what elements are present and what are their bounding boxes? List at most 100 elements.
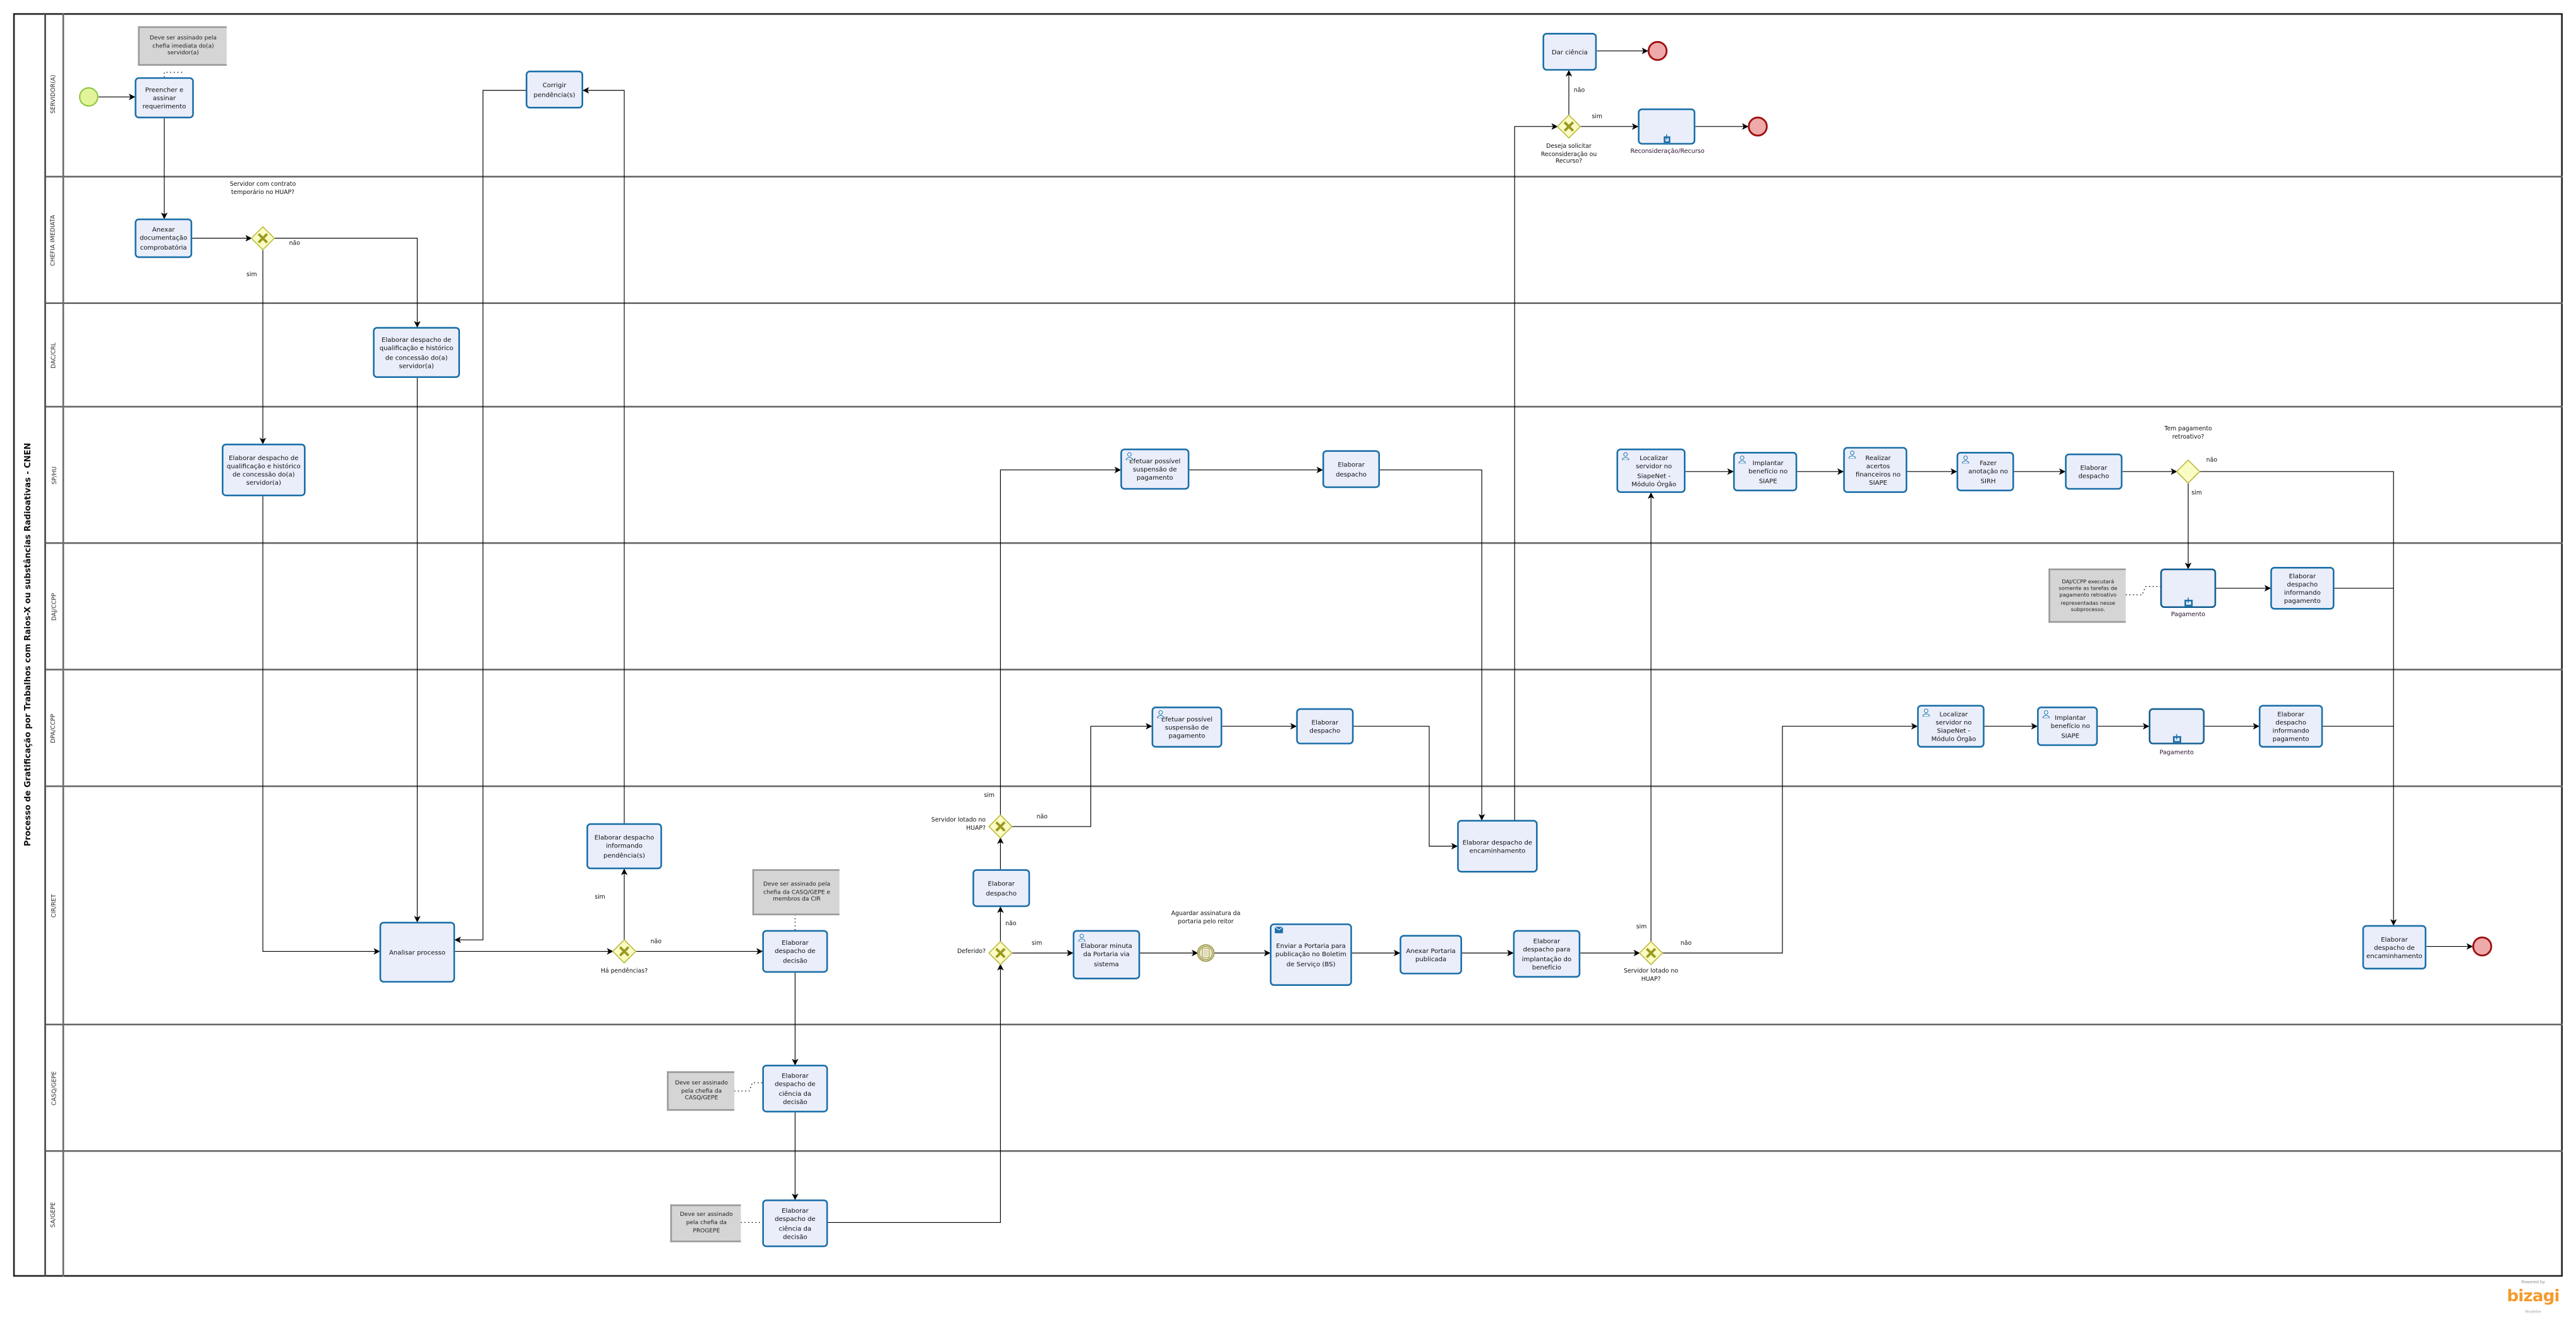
lane-dpa-ccpp: DPA/CCPP bbox=[45, 669, 2563, 786]
task-label: Preencher e assinar requerimento bbox=[142, 85, 186, 111]
flow bbox=[2199, 471, 2397, 926]
flow bbox=[1000, 466, 1122, 815]
task-suspensao-pagamento-dpa[interactable]: Efetuar possível suspensão de pagamento bbox=[1151, 707, 1223, 748]
task-acertos-financeiros-sphu[interactable]: Realizar acertos financeiros no SIAPE bbox=[1843, 447, 1908, 493]
logo-product-text: Modeler bbox=[2525, 1309, 2542, 1315]
task-label: Elaborar despacho de decisão bbox=[775, 938, 816, 964]
flow-label-nao: não bbox=[289, 240, 300, 246]
task-elaborar-despacho-2-sphu[interactable]: Elaborar despacho bbox=[2065, 453, 2123, 490]
annotation-note: Deve ser assinado pela chefia da CASQ/GE… bbox=[752, 869, 840, 916]
task-label: Efetuar possível suspensão de pagamento bbox=[1129, 456, 1181, 482]
task-label: Enviar a Portaria para publicação no Bol… bbox=[1275, 942, 1346, 968]
task-label: Corrigir pendência(s) bbox=[533, 81, 576, 98]
task-implantar-beneficio-dpa[interactable]: Implantar benefício no SIAPE bbox=[2037, 707, 2098, 746]
lane-sa-gepe: SA/GEPE bbox=[45, 1150, 2563, 1277]
task-ciencia-decisao-casq[interactable]: Elaborar despacho de ciência da decisão bbox=[762, 1064, 828, 1113]
task-elaborar-despacho-cir[interactable]: Elaborar despacho bbox=[972, 869, 1031, 908]
user-icon bbox=[1738, 456, 1745, 464]
annotation-note: Deve ser assinado pela chefia da PROGEPE bbox=[670, 1204, 741, 1242]
gateway-label: Tem pagamento retroativo? bbox=[2164, 425, 2212, 440]
task-label: Analisar processo bbox=[389, 948, 445, 957]
task-despacho-encaminhamento-final[interactable]: Elaborar despacho de encaminhamento bbox=[2362, 925, 2427, 969]
flow-label-nao: não bbox=[1005, 920, 1017, 927]
user-icon bbox=[1961, 456, 1969, 464]
task-label: Elaborar despacho bbox=[986, 880, 1017, 897]
task-label: Elaborar despacho de ciência da decisão bbox=[775, 1206, 816, 1240]
task-implantar-beneficio-sphu[interactable]: Implantar benefício no SIAPE bbox=[1733, 452, 1798, 492]
flow-label-nao: não bbox=[650, 938, 662, 945]
subprocess-label: Pagamento bbox=[2171, 611, 2206, 618]
task-label: Elaborar minuta da Portaria via sistema bbox=[1080, 942, 1132, 968]
lane-label: CHEFIA IMEDIATA bbox=[46, 177, 64, 303]
subprocess-pagamento-dpa[interactable]: + bbox=[2148, 708, 2205, 744]
task-label: Anexar documentação comprobatória bbox=[140, 226, 188, 251]
annotation-note: Deve ser assinado pela chefia da CASQ/GE… bbox=[667, 1071, 735, 1111]
exclusive-gateway bbox=[250, 226, 275, 251]
task-preencher-requerimento[interactable]: Preencher e assinar requerimento bbox=[135, 77, 194, 119]
task-label: Localizar servidor no SiapeNet - Módulo … bbox=[1631, 454, 1676, 488]
association bbox=[164, 71, 183, 78]
association bbox=[2126, 586, 2160, 595]
flow bbox=[582, 87, 625, 823]
flow-label-sim: sim bbox=[1031, 940, 1043, 947]
event-label: Aguardar assinatura da portaria pelo rei… bbox=[1171, 910, 1241, 925]
flow-label-sim: sim bbox=[1592, 113, 1602, 120]
task-minuta-portaria[interactable]: Elaborar minuta da Portaria via sistema bbox=[1072, 930, 1140, 980]
task-anotacao-sirh-sphu[interactable]: Fazer anotação no SIRH bbox=[1956, 452, 2014, 492]
subprocess-reconsideracao-recurso[interactable]: + bbox=[1638, 108, 1696, 145]
task-despacho-implantacao[interactable]: Elaborar despacho para implantação do be… bbox=[1513, 930, 1581, 978]
gateway-label: Há pendências? bbox=[600, 968, 648, 975]
task-label: Elaborar despacho informando pagamento bbox=[2283, 571, 2321, 605]
task-informando-pendencias[interactable]: Elaborar despacho informando pendência(s… bbox=[586, 823, 662, 870]
task-localizar-servidor-dpa[interactable]: Localizar servidor no SiapeNet - Módulo … bbox=[1917, 705, 1985, 748]
lane-cir-ret: CIR/RET bbox=[45, 785, 2563, 1024]
task-despacho-decisao[interactable]: Elaborar despacho de decisão bbox=[762, 930, 828, 973]
end-event bbox=[1647, 40, 1668, 61]
exclusive-gateway bbox=[1556, 114, 1581, 139]
subprocess-pagamento-daj[interactable]: + bbox=[2160, 568, 2216, 608]
task-label: Anexar Portaria publicada bbox=[1406, 946, 1456, 963]
task-despacho-encaminhamento[interactable]: Elaborar despacho de encaminhamento bbox=[1457, 820, 1538, 873]
task-ciencia-decisao-sa[interactable]: Elaborar despacho de ciência da decisão bbox=[762, 1199, 828, 1248]
task-elaborar-despacho-dpa[interactable]: Elaborar despacho bbox=[1296, 708, 1354, 744]
subprocess-label: Pagamento bbox=[2159, 749, 2194, 756]
task-dar-ciencia[interactable]: Dar ciência bbox=[1542, 33, 1597, 71]
task-qualificacao-sphu[interactable]: Elaborar despacho de qualificação e hist… bbox=[222, 444, 306, 497]
flow-label-sim: sim bbox=[2191, 489, 2202, 497]
logo-brand-text: bizagi bbox=[2506, 1288, 2560, 1307]
expand-subprocess-icon[interactable]: + bbox=[1662, 133, 1671, 143]
flow bbox=[1514, 123, 1558, 820]
flow-label-nao: não bbox=[2206, 456, 2218, 464]
task-label: Elaborar despacho bbox=[2078, 463, 2110, 480]
task-informando-pagamento-daj[interactable]: Elaborar despacho informando pagamento bbox=[2270, 566, 2335, 610]
task-analisar-processo[interactable]: Analisar processo bbox=[379, 921, 456, 983]
task-qualificacao-dac[interactable]: Elaborar despacho de qualificação e hist… bbox=[373, 327, 460, 378]
expand-subprocess-icon[interactable]: + bbox=[2184, 597, 2192, 607]
task-anexar-documentacao[interactable]: Anexar documentação comprobatória bbox=[135, 218, 193, 258]
task-label: Implantar benefício no SIAPE bbox=[2050, 714, 2090, 739]
lane-label: DAJ/CCPP bbox=[46, 544, 64, 669]
task-informando-pagamento-dpa[interactable]: Elaborar despacho informando pagamento bbox=[2258, 705, 2323, 748]
task-localizar-servidor-sphu[interactable]: Localizar servidor no SiapeNet - Módulo … bbox=[1616, 448, 1686, 493]
user-icon bbox=[1621, 452, 1629, 461]
flow bbox=[262, 496, 380, 955]
task-enviar-portaria[interactable]: Enviar a Portaria para publicação no Bol… bbox=[1269, 923, 1352, 986]
expand-subprocess-icon[interactable]: + bbox=[2173, 733, 2180, 743]
task-elaborar-despacho-sphu[interactable]: Elaborar despacho bbox=[1322, 450, 1380, 489]
lane-label: DAC/CRL bbox=[46, 303, 64, 406]
flow-label-nao: não bbox=[1573, 87, 1585, 94]
annotation-note: Deve ser assinado pela chefia imediata d… bbox=[138, 26, 227, 66]
exclusive-gateway bbox=[988, 814, 1013, 839]
bizagi-logo: Powered by bizagi Modeler bbox=[2497, 1280, 2569, 1315]
logo-powered-text: Powered by bbox=[2521, 1280, 2546, 1285]
task-anexar-portaria[interactable]: Anexar Portaria publicada bbox=[1400, 935, 1462, 975]
task-suspensao-pagamento-sphu[interactable]: Efetuar possível suspensão de pagamento bbox=[1120, 448, 1190, 490]
user-icon bbox=[1125, 452, 1132, 461]
flow bbox=[828, 964, 1004, 1223]
task-corrigir-pendencias[interactable]: Corrigir pendência(s) bbox=[526, 70, 583, 109]
association bbox=[734, 1082, 763, 1092]
user-icon bbox=[1156, 710, 1164, 719]
task-label: Elaborar despacho de qualificação e hist… bbox=[379, 336, 454, 369]
gateway bbox=[2175, 459, 2201, 484]
